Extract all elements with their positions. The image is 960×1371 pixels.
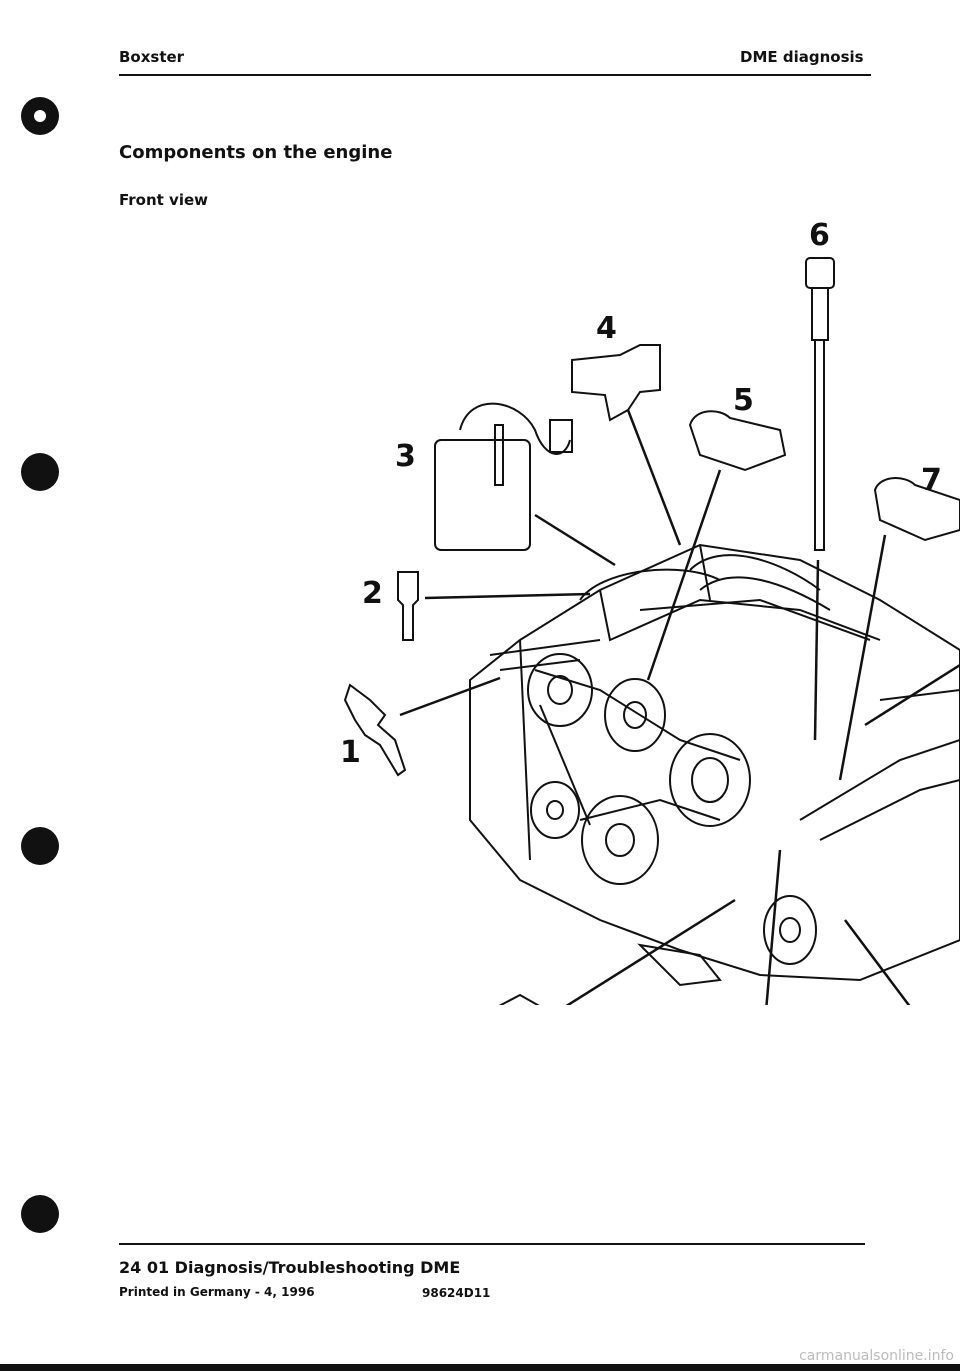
callout-6: 6 (809, 218, 830, 253)
drive-belt (534, 669, 741, 826)
engine-figure: 1 2 3 4 5 6 7 11 12 1( (300, 215, 960, 1206)
binder-hole-icon (21, 827, 59, 865)
knock-sensor (688, 410, 787, 472)
watermark: carmanualsonline.info (799, 1348, 954, 1364)
pulley (763, 895, 817, 965)
bottom-bar (0, 1364, 960, 1371)
pulley (581, 795, 659, 885)
header-rule (119, 74, 871, 76)
footer-chapter: 24 01 Diagnosis/Troubleshooting DME (119, 1258, 461, 1277)
footer-code: 98624D11 (422, 1286, 491, 1300)
pulley (530, 781, 580, 839)
fuel-injector (343, 683, 407, 777)
pulley (527, 653, 593, 727)
binder-hole-icon (21, 1195, 59, 1233)
leader-lines (399, 409, 960, 1081)
speed-sensor (456, 993, 557, 1097)
oxygen-sensor (805, 257, 835, 289)
pulley (669, 733, 751, 827)
page-header-left: Boxster (119, 48, 185, 66)
callout-7: 7 (921, 463, 942, 498)
binder-hole-icon (21, 453, 59, 491)
footer-printed: Printed in Germany - 4, 1996 (119, 1285, 315, 1299)
binder-hole-icon (21, 97, 59, 135)
camshaft-sensor (571, 344, 661, 422)
page-header-right: DME diagnosis (740, 48, 864, 66)
callout-3: 3 (395, 439, 416, 474)
section-subtitle: Front view (119, 191, 209, 209)
actuator (434, 439, 531, 551)
callout-4: 4 (596, 311, 617, 346)
knock-sensor (873, 477, 960, 542)
callout-2: 2 (362, 576, 383, 611)
pulley (604, 678, 666, 752)
footer-rule (119, 1243, 865, 1245)
section-title: Components on the engine (119, 142, 393, 163)
engine-block-outline (469, 543, 960, 982)
callout-1: 1 (340, 735, 361, 770)
temperature-sensor (397, 571, 419, 641)
callout-5: 5 (733, 383, 754, 418)
